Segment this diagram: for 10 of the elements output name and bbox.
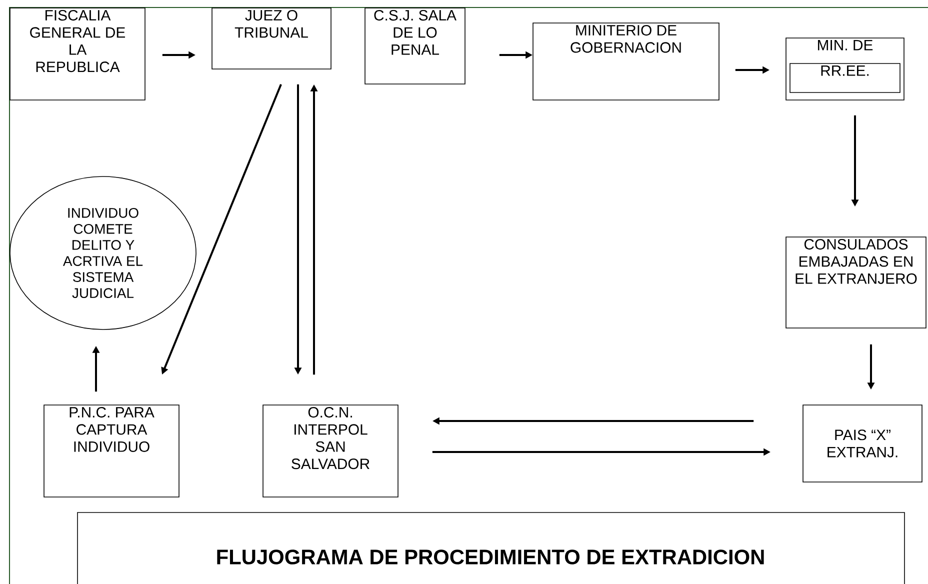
process-box: CONSULADOS EMBAJADAS EN EL EXTRANJERO <box>786 236 926 328</box>
process-box: JUEZ O TRIBUNAL <box>212 8 332 70</box>
process-box: P.N.C. PARA CAPTURA INDIVIDUO <box>44 404 180 498</box>
title-box: FLUJOGRAMA DE PROCEDIMIENTO DE EXTRADICION <box>77 512 905 584</box>
process-box: C.S.J. SALA DE LO PENAL <box>364 8 466 84</box>
process-box: O.C.N. INTERPOL SAN SALVADOR <box>262 404 398 498</box>
process-box: PAIS “X” EXTRANJ. <box>802 404 922 482</box>
process-box: MINITERIO DE GOBERNACION <box>532 22 720 100</box>
process-box: FISCALIA GENERAL DE LA REPUBLICA <box>10 8 146 100</box>
inner-box: RR.EE. <box>790 63 900 93</box>
